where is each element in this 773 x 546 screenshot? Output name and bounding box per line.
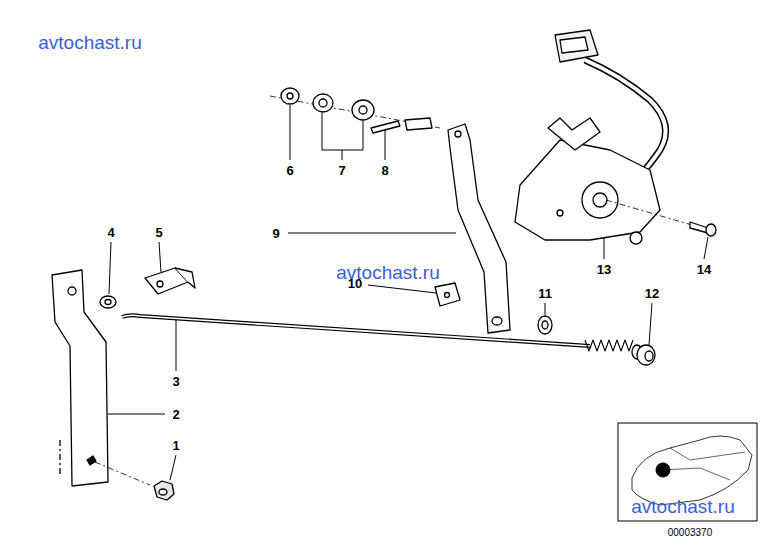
diagram-code: 00003370 xyxy=(668,528,713,538)
callout-number: 1 xyxy=(172,439,179,452)
callout-number: 12 xyxy=(645,287,659,300)
callout-number: 8 xyxy=(381,164,388,177)
watermark: avtochast.ru xyxy=(38,33,142,52)
watermark: avtochast.ru xyxy=(631,497,735,516)
callout-number: 13 xyxy=(597,263,611,276)
callout-number: 5 xyxy=(155,226,162,239)
callout-number: 2 xyxy=(172,408,179,421)
callout-number: 3 xyxy=(172,375,179,388)
callout-number: 7 xyxy=(338,164,345,177)
callout-number: 4 xyxy=(107,226,114,239)
callout-number: 9 xyxy=(272,227,279,240)
callout-number: 14 xyxy=(697,263,711,276)
callout-number: 10 xyxy=(348,277,362,290)
callout-number: 6 xyxy=(286,164,293,177)
callout-number: 11 xyxy=(538,287,552,300)
